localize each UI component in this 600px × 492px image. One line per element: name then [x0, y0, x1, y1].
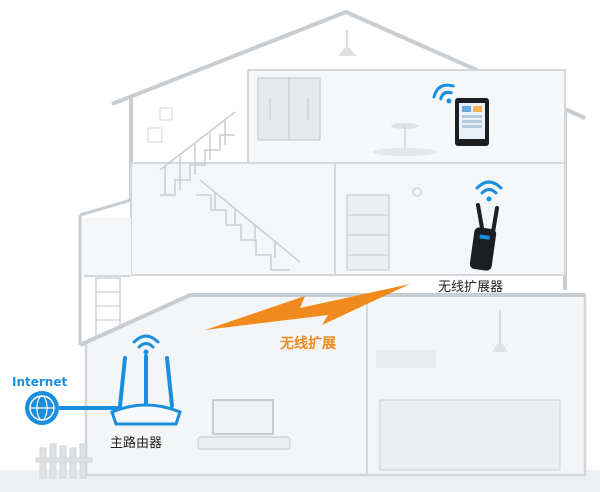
extender-label: 无线扩展器 [438, 280, 504, 295]
wireless-extension-label: 无线扩展 [280, 336, 336, 352]
annex [78, 198, 132, 345]
main-router-label: 主路由器 [110, 436, 163, 451]
television [212, 399, 274, 435]
wifi-extender-icon [469, 203, 499, 271]
staircase [159, 111, 301, 271]
wifi-icon [132, 334, 160, 355]
wifi-icon [432, 83, 455, 104]
lightning-bolt-icon [205, 284, 410, 330]
wifi-icon [475, 180, 503, 202]
internet-label: Internet [12, 375, 68, 389]
tablet-icon [455, 98, 489, 146]
router-icon [110, 354, 182, 426]
fence [35, 443, 93, 479]
globe-icon [25, 391, 59, 425]
